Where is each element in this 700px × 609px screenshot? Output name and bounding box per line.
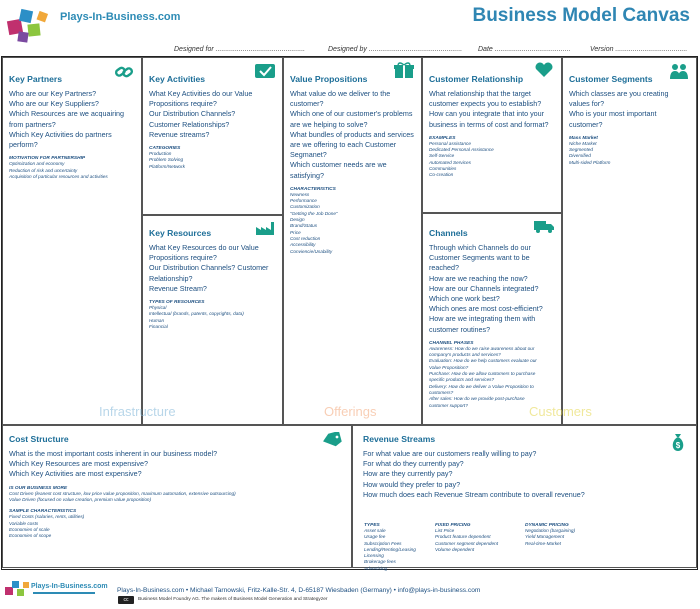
value-propositions-block: Value Propositions What value do we deli…: [283, 57, 422, 425]
revenue-streams-title: Revenue Streams: [363, 434, 436, 444]
link-chain-icon: [114, 66, 134, 78]
svg-text:$: $: [676, 441, 681, 450]
customer-segments-block: Customer Segments Which classes are you …: [562, 57, 697, 425]
checkbox-icon: [255, 64, 275, 78]
heart-icon: [535, 62, 553, 77]
logo-cubes-icon: [6, 8, 49, 43]
factory-icon: [256, 222, 274, 235]
revenue-types-column: TYPES Asset sale Usage fee Subscription …: [364, 523, 416, 571]
value-propositions-title: Value Propositions: [290, 74, 368, 84]
footer-brand: Plays-In-Business.com: [31, 583, 108, 590]
footer-brand-underline: [33, 592, 95, 594]
key-resources-title: Key Resources: [149, 228, 212, 238]
key-partners-questions: Who are our Key Partners? Who are our Ke…: [9, 89, 125, 150]
gift-icon: [394, 62, 414, 78]
version-field[interactable]: Version ................................…: [590, 46, 688, 53]
page-title: Business Model Canvas: [472, 5, 690, 26]
footer-logo-cubes-icon: [5, 581, 29, 596]
people-icon: [670, 64, 688, 79]
footer-contact: Plays-In-Business.com • Michael Tarnowsk…: [117, 587, 481, 594]
price-tag-icon: [323, 432, 342, 447]
key-activities-block: Key Activities What Key Activities do ou…: [142, 57, 283, 215]
key-activities-title: Key Activities: [149, 74, 206, 84]
channels-title: Channels: [429, 228, 468, 238]
watermark-customers: Customers: [529, 404, 592, 419]
key-partners-items: Optimization and economy Reduction of ri…: [9, 161, 108, 179]
canvas-grid: Key Partners Who are our Key Partners? W…: [1, 56, 698, 571]
channels-block: Channels Through which Channels do our C…: [422, 213, 562, 425]
cost-structure-title: Cost Structure: [9, 434, 69, 444]
designed-by-field[interactable]: Designed by ............................…: [328, 46, 463, 53]
dynamic-pricing-column: DYNAMIC PRICING Negotiation (bargaining)…: [525, 523, 576, 546]
brand-name: Plays-In-Business.com: [60, 11, 181, 23]
cost-structure-block: Cost Structure What is the most importan…: [2, 425, 352, 568]
watermark-infrastructure: Infrastructure: [99, 404, 176, 419]
watermark-offerings: Offerings: [324, 404, 377, 419]
revenue-streams-block: Revenue Streams $ For what value are our…: [352, 425, 697, 571]
date-field[interactable]: Date ...................................…: [478, 46, 571, 53]
key-partners-title: Key Partners: [9, 74, 63, 84]
fixed-pricing-column: FIXED PRICING List Price Product feature…: [435, 523, 499, 552]
designed-for-field[interactable]: Designed for ...........................…: [174, 46, 306, 53]
footer-credit: Business Model Foundry AG. The makers of…: [138, 597, 328, 602]
creative-commons-badge: cc: [118, 596, 134, 604]
money-bag-icon: $: [672, 434, 684, 451]
customer-segments-title: Customer Segments: [569, 74, 653, 84]
key-resources-block: Key Resources What Key Resources do our …: [142, 215, 283, 425]
truck-icon: [534, 221, 554, 233]
customer-relationship-title: Customer Relationship: [429, 74, 524, 84]
customer-relationship-block: Customer Relationship What relationship …: [422, 57, 562, 213]
key-partners-block: Key Partners Who are our Key Partners? W…: [2, 57, 142, 425]
